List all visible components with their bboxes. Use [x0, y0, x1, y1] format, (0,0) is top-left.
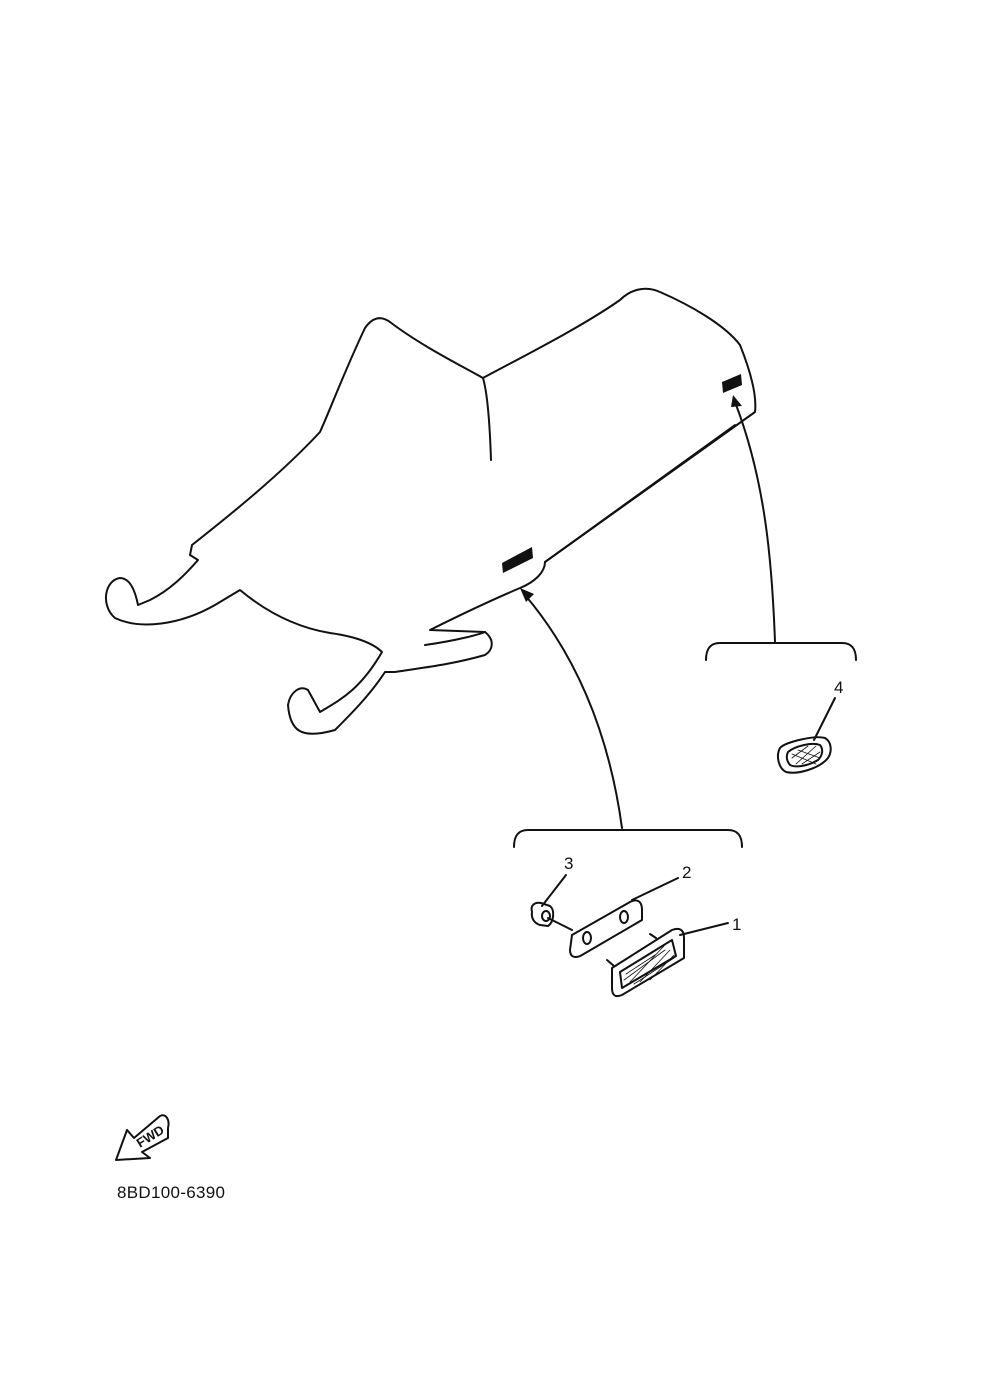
- snowmobile-outline: [105, 287, 757, 735]
- part-3-nut: [530, 901, 555, 927]
- leader-line-3: [541, 874, 567, 907]
- callout-part-4: 4: [834, 678, 843, 697]
- ski-slit: [424, 631, 486, 646]
- leader-rear: [734, 401, 776, 643]
- leader-line-2: [631, 877, 679, 901]
- callout-part-1: 1: [732, 915, 741, 934]
- leader-line-4: [813, 697, 836, 741]
- fwd-arrow-outline: [115, 1114, 170, 1161]
- leader-front: [524, 594, 623, 829]
- leader-line-1: [679, 922, 729, 936]
- fwd-arrow-text: FWD: [134, 1122, 167, 1150]
- brace-rear: [705, 642, 857, 661]
- decal-rear-mark: [722, 374, 742, 393]
- seat-line: [482, 377, 492, 461]
- reflector-mesh-hatch: [623, 745, 821, 985]
- side-panel-line: [544, 424, 736, 563]
- document-code: 8BD100-6390: [117, 1183, 226, 1202]
- arrow-head-front: [520, 588, 534, 602]
- part-1-reflector: [606, 927, 685, 998]
- part-4-reflector: [777, 736, 832, 774]
- arrow-head-rear: [731, 395, 742, 407]
- brace-front: [513, 829, 743, 848]
- callout-part-3: 3: [564, 854, 573, 873]
- decal-front-mark: [502, 547, 533, 573]
- part-2-plate: [569, 899, 643, 959]
- callout-part-2: 2: [682, 863, 691, 882]
